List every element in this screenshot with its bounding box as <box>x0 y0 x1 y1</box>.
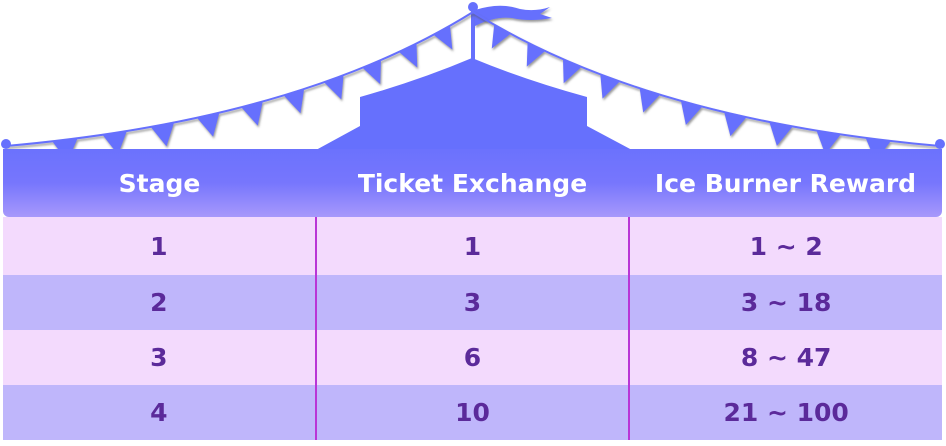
table-row: 3 6 8 ~ 47 <box>3 330 942 385</box>
circus-tent-illustration <box>1 2 945 160</box>
pennant-flag <box>241 101 263 126</box>
pennant-flag <box>324 75 344 100</box>
table-row: 2 3 3 ~ 18 <box>3 275 942 330</box>
cell-ticket: 1 <box>314 217 629 275</box>
pennant-flag <box>196 112 220 137</box>
pennant-flag <box>398 43 418 68</box>
bunting-string <box>472 11 941 147</box>
pennant-flag <box>526 42 546 67</box>
pennant-flag <box>865 137 891 160</box>
cell-ticket: 10 <box>314 385 629 440</box>
table-row: 1 1 1 ~ 2 <box>3 217 942 275</box>
pennant-flag <box>600 74 620 99</box>
cell-reward: 1 ~ 2 <box>628 217 942 275</box>
header-stage: Stage <box>118 168 201 198</box>
pennant-flag <box>639 88 661 113</box>
header-ticket-exchange: Ticket Exchange <box>357 168 588 198</box>
left-post <box>1 139 11 149</box>
pennant-flag <box>150 122 175 147</box>
header-ice-burner-reward: Ice Burner Reward <box>654 168 917 198</box>
bunting-string <box>5 11 474 147</box>
cell-stage: 3 <box>150 343 168 372</box>
table-row: 4 10 21 ~ 100 <box>3 385 942 440</box>
pennant-flag <box>283 88 305 114</box>
tent-roof <box>316 58 632 150</box>
pennant-flag <box>102 131 127 155</box>
cell-ticket: 6 <box>314 330 629 385</box>
pennant-flag <box>769 121 793 146</box>
flag <box>475 5 552 26</box>
pennant-flag <box>491 24 511 49</box>
pennant-flag <box>816 130 841 155</box>
pole-top <box>468 2 478 12</box>
pennant-flag <box>563 59 582 84</box>
table-header: Stage Ticket Exchange Ice Burner Reward <box>3 149 942 217</box>
cell-reward: 8 ~ 47 <box>628 330 942 385</box>
cell-reward: 21 ~ 100 <box>628 385 942 440</box>
right-post <box>935 139 945 149</box>
pennant-flag <box>433 25 453 50</box>
cell-stage: 2 <box>150 288 168 317</box>
cell-ticket: 3 <box>314 275 629 330</box>
flag-pole <box>471 8 475 60</box>
pennant-flag <box>362 59 381 85</box>
reward-table: Stage Ticket Exchange Ice Burner Reward … <box>3 149 942 440</box>
cell-stage: 1 <box>150 231 168 261</box>
pennant-flag <box>724 112 747 137</box>
cell-stage: 4 <box>150 398 168 427</box>
pennant-flag <box>680 100 703 125</box>
cell-reward: 3 ~ 18 <box>628 275 942 330</box>
